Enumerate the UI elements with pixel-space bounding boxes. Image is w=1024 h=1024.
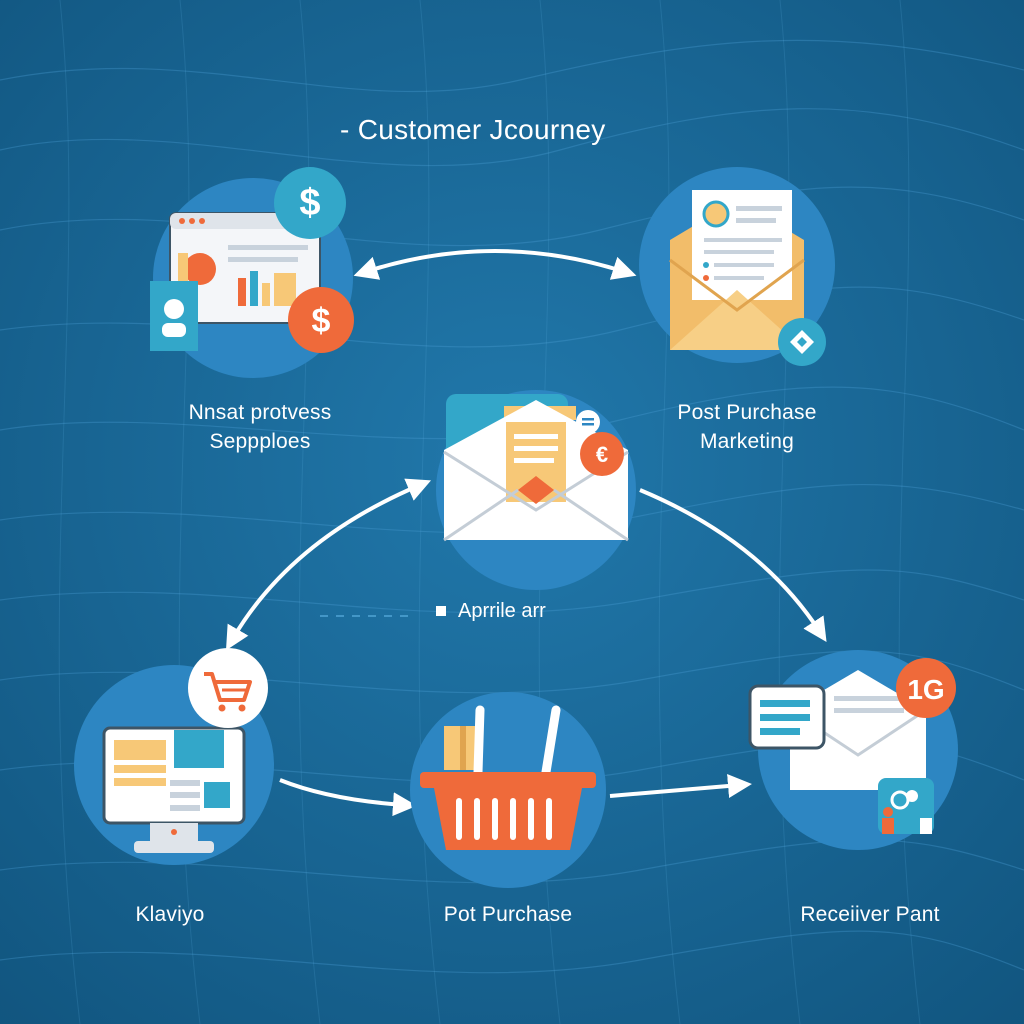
node-top-left-label-line1: Nnsat protvess [188,401,332,424]
shopping-cart-badge-icon [188,648,268,728]
menu-badge-icon [576,410,600,434]
node-bottom-middle-label: Pot Purchase [443,903,573,926]
node-top-left-label-line2: Seppploes [209,430,311,453]
dollar-badge-bottom-icon: $ [288,287,354,353]
euro-badge-icon: € [580,432,624,476]
node-bottom-right-illustration: 1G [748,650,958,850]
node-top-right-illustration [639,167,835,366]
arrow-top-bidirectional [353,249,637,280]
node-top-left-label: Nnsat protvess Seppploes [160,398,360,456]
diamond-badge-icon [778,318,826,366]
node-top-left-illustration: $ $ [150,167,354,378]
arrow-center-to-bottom-right [639,488,827,643]
dollar-badge-top-icon: $ [274,167,346,239]
dollar-badge-top-text: $ [299,182,320,224]
arrow-bottom-middle-to-right [609,774,752,798]
arrow-bottom-left-to-middle [279,778,417,817]
dollar-badge-bottom-text: $ [312,302,331,340]
node-top-right-label: Post Purchase Marketing [652,398,842,456]
node-bottom-left-label: Klaviyo [135,903,205,926]
center-caption-text: Aprrile arr [458,600,546,622]
euro-badge-text: € [596,442,608,467]
node-bottom-middle-illustration [410,692,606,888]
node-center-illustration: € [436,390,636,590]
people-badge-icon [878,778,934,834]
caption-square-icon [436,606,446,616]
center-caption: Aprrile arr [436,600,546,623]
node-top-right-label-line2: Marketing [699,430,794,453]
number-badge-text: 1G [907,674,944,705]
arrow-center-to-bottom-left [225,478,432,651]
node-top-right-label-line1: Post Purchase [677,401,817,424]
number-badge-icon: 1G [896,658,956,718]
node-bottom-left-illustration [74,648,274,865]
node-bottom-right-label: Receiiver Pant [800,903,940,926]
page-title: - Customer Jcourney [340,114,606,145]
